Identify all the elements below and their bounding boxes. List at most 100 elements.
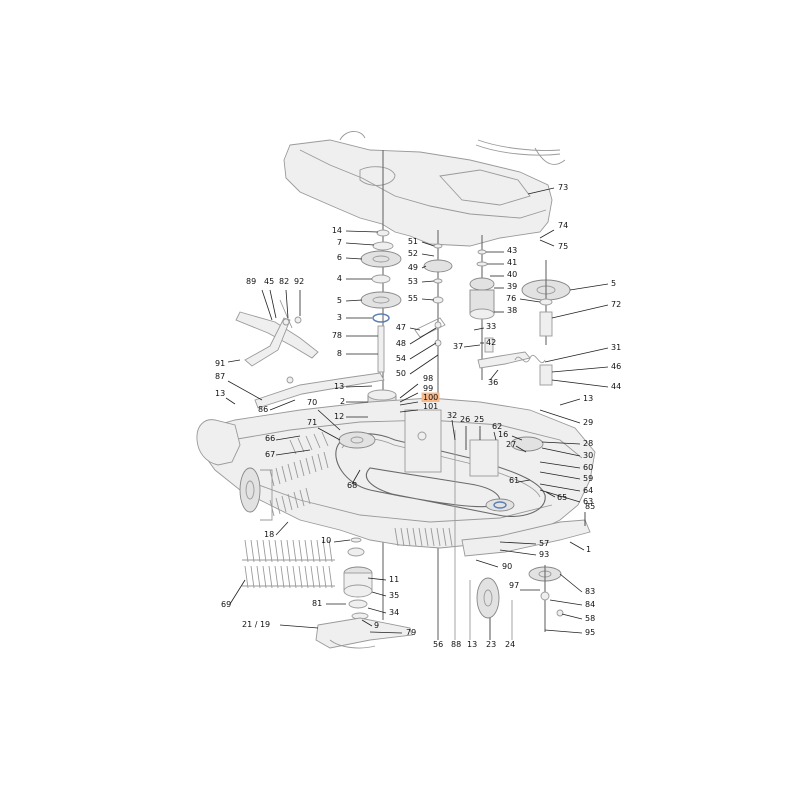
- leader-98: [399, 383, 419, 399]
- callout-28: 28: [583, 439, 593, 448]
- leader-34: [367, 607, 387, 614]
- leader-9: [361, 619, 373, 627]
- leader-16: [511, 435, 523, 441]
- leader-72: [551, 304, 609, 319]
- callout-100: 100: [423, 393, 438, 402]
- callout-57: 57: [539, 539, 549, 548]
- leader-32: [451, 419, 456, 441]
- callout-2: 2: [340, 397, 345, 406]
- leader-65: [545, 491, 556, 498]
- callout-4: 4: [337, 274, 342, 283]
- callout-59: 59: [583, 474, 593, 483]
- callout-41: 41: [507, 258, 517, 267]
- leader-57: [499, 541, 537, 545]
- callout-79: 79: [406, 628, 416, 637]
- leader-83: [559, 573, 583, 593]
- leader-59: [539, 471, 581, 480]
- leader-64: [539, 483, 581, 492]
- callout-65: 65: [557, 493, 567, 502]
- callout-16: 16: [498, 430, 508, 439]
- callout-84: 84: [585, 600, 595, 609]
- leader-lines: [225, 187, 609, 640]
- leader-53: [421, 280, 435, 283]
- callout-83: 83: [585, 587, 595, 596]
- callout-9: 9: [374, 621, 379, 630]
- leader-46: [551, 366, 609, 373]
- leader-7: [345, 242, 375, 246]
- callout-42: 42: [486, 338, 496, 347]
- leader-18: [275, 521, 289, 536]
- callout-90: 90: [502, 562, 512, 571]
- callout-25: 25: [474, 415, 484, 424]
- callout-69: 69: [221, 600, 231, 609]
- callout-30: 30: [583, 451, 593, 460]
- callout-49: 49: [408, 263, 418, 272]
- leader-2119: [279, 624, 319, 629]
- leader-1: [569, 541, 585, 551]
- callout-76: 76: [506, 294, 516, 303]
- leader-86: [269, 399, 296, 411]
- leader-58: [561, 613, 583, 620]
- leader-68: [351, 469, 361, 485]
- callout-36: 36: [488, 378, 498, 387]
- leader-79: [369, 631, 403, 634]
- leader-28: [541, 441, 581, 445]
- callout-35: 35: [389, 591, 399, 600]
- leader-62: [493, 431, 497, 441]
- right-pulley: [521, 260, 571, 345]
- leader-51: [421, 241, 435, 247]
- callout-5a: 5: [337, 296, 342, 305]
- callout-39: 39: [507, 282, 517, 291]
- callout-13b: 13: [215, 389, 225, 398]
- callout-24: 24: [505, 640, 515, 649]
- callout-10: 10: [321, 536, 331, 545]
- leader-31: [544, 347, 609, 363]
- leader-67: [275, 449, 311, 456]
- left-wheels: [196, 419, 273, 521]
- leader-101: [399, 409, 419, 413]
- callout-54: 54: [396, 354, 406, 363]
- callout-85: 85: [585, 502, 595, 511]
- leader-48: [409, 327, 437, 345]
- callout-86: 86: [258, 405, 268, 414]
- callout-81: 81: [312, 599, 322, 608]
- callout-12: 12: [334, 412, 344, 421]
- lower-spindle: [315, 537, 413, 649]
- callout-93: 93: [539, 550, 549, 559]
- leader-13c: [345, 385, 373, 388]
- callout-67: 67: [265, 450, 275, 459]
- leader-49: [421, 265, 427, 269]
- callout-61: 61: [509, 476, 519, 485]
- callout-31: 31: [611, 343, 621, 352]
- callout-63a: 63: [583, 497, 593, 506]
- callout-13c: 13: [334, 382, 344, 391]
- leader-11: [367, 577, 387, 581]
- leader-5b: [569, 283, 609, 291]
- brush-rows: [269, 431, 453, 547]
- callout-29: 29: [583, 418, 593, 427]
- leader-91: [227, 359, 241, 363]
- callout-88: 88: [451, 640, 461, 649]
- callout-55: 55: [408, 294, 418, 303]
- callout-46: 46: [611, 362, 621, 371]
- leader-74: [539, 229, 555, 239]
- callout-38: 38: [507, 306, 517, 315]
- callout-75: 75: [558, 242, 568, 251]
- callout-92: 92: [294, 277, 304, 286]
- leader-55: [421, 298, 435, 301]
- callout-26: 26: [460, 415, 470, 424]
- callout-40: 40: [507, 270, 517, 279]
- callout-89: 89: [246, 277, 256, 286]
- leader-100: [399, 401, 419, 406]
- leader-33: [473, 327, 485, 331]
- right-tension-stack: [469, 235, 553, 386]
- leader-89: [261, 289, 273, 321]
- callout-23: 23: [486, 640, 496, 649]
- leader-5a: [345, 299, 363, 302]
- leader-14: [345, 230, 379, 233]
- leader-95: [544, 629, 583, 634]
- leader-75: [539, 239, 555, 247]
- callout-91: 91: [215, 359, 225, 368]
- top-cover: [283, 131, 566, 247]
